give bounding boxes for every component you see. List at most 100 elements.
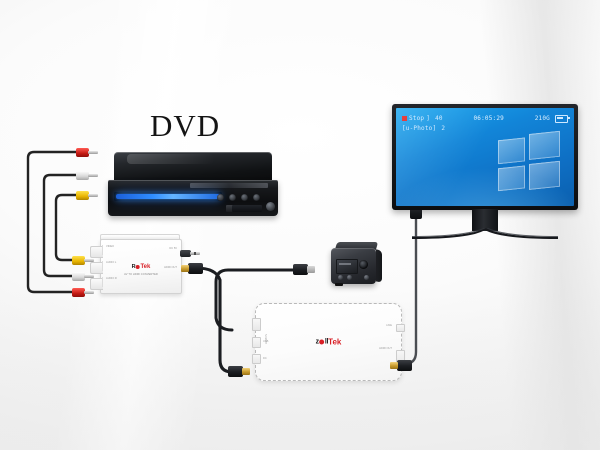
osd-status-bracket: ] — [426, 114, 430, 123]
camera-button[interactable] — [338, 275, 343, 280]
capture-box-logo: z ll Tek — [316, 338, 342, 347]
rca-ring-white — [72, 272, 85, 281]
osd-status-count: 40 — [435, 114, 443, 123]
stop-square-icon — [402, 116, 407, 121]
capture-label-hdmi-out: HDMI OUT — [379, 347, 392, 350]
dc-power-plug — [180, 250, 200, 257]
action-camera-device — [331, 242, 382, 286]
osd-status-label: Stop — [409, 114, 424, 123]
rca-plug-red-bottom — [72, 288, 94, 297]
capture-box-device: HDMI IN USB DC LINE HDMI OUT z ll Tek — [252, 303, 405, 381]
camera-body — [331, 248, 376, 286]
av-converter-logo-left: R — [131, 263, 136, 270]
av-converter-input-video[interactable] — [90, 246, 103, 258]
monitor-device: Stop ] 40 06:05:29 210G [u-Photo] 2 — [392, 104, 578, 239]
page-title: DVD — [150, 108, 221, 143]
capture-logo-left: z — [315, 338, 320, 346]
capture-logo-mid: ll — [324, 338, 329, 346]
hdmi-plug-capture-out — [389, 360, 413, 371]
dvd-button[interactable] — [241, 194, 248, 201]
rca-plug-yellow-bottom — [72, 256, 94, 265]
dvd-led-strip — [116, 194, 220, 199]
av-converter-logo-dot-icon — [135, 264, 140, 269]
camera-lens-icon — [359, 260, 368, 269]
screen-glow — [396, 166, 574, 206]
rca-pin — [88, 151, 98, 154]
hdmi-shell — [188, 263, 203, 274]
capture-port-line[interactable] — [396, 324, 405, 332]
osd-line-1: Stop ] 40 06:05:29 210G — [402, 114, 570, 123]
osd-mode-count: 2 — [441, 124, 445, 133]
av-converter-input-audio-r[interactable] — [90, 278, 103, 290]
rca-pin — [88, 194, 98, 197]
av-converter-label-dc: DC 5V — [169, 247, 177, 250]
hdmi-shell — [397, 360, 412, 371]
osd-mode-label: [u-Photo] — [402, 124, 436, 133]
dvd-power-knob[interactable] — [266, 202, 275, 211]
capture-logo-dot-icon — [319, 339, 325, 345]
dvd-button[interactable] — [217, 194, 224, 201]
osd-capacity: 210G — [535, 114, 550, 123]
capture-label-usb: USB — [263, 340, 269, 343]
hdmi-gold-contact — [242, 368, 250, 375]
dvd-player-brand-strip — [190, 183, 268, 188]
rca-ring-white — [76, 171, 89, 180]
rca-ring-yellow — [76, 191, 89, 200]
capture-port-hdmi-in[interactable] — [252, 318, 261, 331]
rca-plug-white-top — [76, 171, 98, 180]
usb-shell — [293, 264, 308, 275]
rca-plug-red-top — [76, 148, 98, 157]
rca-ring-red — [72, 288, 85, 297]
dvd-button-row[interactable] — [217, 194, 260, 201]
camera-button[interactable] — [347, 275, 352, 280]
capture-label-dc: DC — [263, 357, 267, 360]
dvd-player-front-panel — [108, 180, 278, 216]
hdmi-plug-converter-out — [181, 263, 204, 274]
rca-ring-yellow — [72, 256, 85, 265]
av-converter-label-hdmi: HDMI OUT — [164, 266, 177, 269]
osd-timestamp: 06:05:29 — [473, 114, 504, 123]
monitor-base-stand — [410, 228, 560, 239]
dvd-display-panel — [232, 205, 262, 212]
usb-contact — [307, 266, 315, 273]
av-converter-side-line — [102, 245, 103, 255]
camera-side-face — [376, 249, 382, 283]
recording-osd-overlay: Stop ] 40 06:05:29 210G [u-Photo] 2 — [402, 114, 570, 133]
av-converter-logo-right: Tek — [140, 263, 151, 270]
dc-plug-shell — [180, 250, 191, 257]
hdmi-shell — [228, 366, 243, 377]
capture-port-usb[interactable] — [252, 337, 261, 348]
capture-logo-right: Tek — [328, 337, 342, 347]
av-converter-label-video: VIDEO — [106, 245, 115, 248]
background-sheen-left — [0, 0, 458, 450]
usb-plug-camera — [293, 264, 315, 275]
av-converter-logo: R Tek — [132, 264, 151, 270]
hdmi-plug-capture-in — [228, 366, 252, 377]
dvd-button[interactable] — [229, 194, 236, 201]
av-converter-body: VIDEO AUDIO L AUDIO R DC 5V HDMI OUT R T… — [90, 239, 182, 294]
dvd-button[interactable] — [253, 194, 260, 201]
rca-plug-yellow-top — [76, 191, 98, 200]
capture-port-dc[interactable] — [252, 354, 261, 364]
camera-display — [336, 259, 358, 274]
capture-label-line: LINE — [386, 324, 392, 327]
av-converter-side-line — [102, 261, 103, 271]
av-converter-top-edge — [100, 234, 180, 240]
battery-icon — [555, 114, 570, 123]
av-converter-sublabel: AV TO HDMI CONVERTER — [124, 272, 158, 276]
dc-plug-tip — [190, 252, 200, 255]
hdmi-gold-contact — [181, 265, 189, 272]
dvd-player-device — [108, 152, 278, 216]
av-converter-side-line — [102, 277, 103, 287]
av-converter-label-audio-r: AUDIO R — [106, 277, 117, 280]
rca-pin — [84, 275, 94, 278]
rca-pin — [84, 291, 94, 294]
hdmi-gold-contact — [390, 362, 398, 369]
rca-pin — [84, 259, 94, 262]
monitor-screen[interactable]: Stop ] 40 06:05:29 210G [u-Photo] 2 — [396, 108, 574, 206]
av-converter-input-audio-l[interactable] — [90, 262, 103, 274]
osd-status-group: Stop ] — [402, 114, 430, 123]
camera-button[interactable] — [364, 275, 369, 280]
dvd-player-top-panel — [114, 152, 272, 182]
